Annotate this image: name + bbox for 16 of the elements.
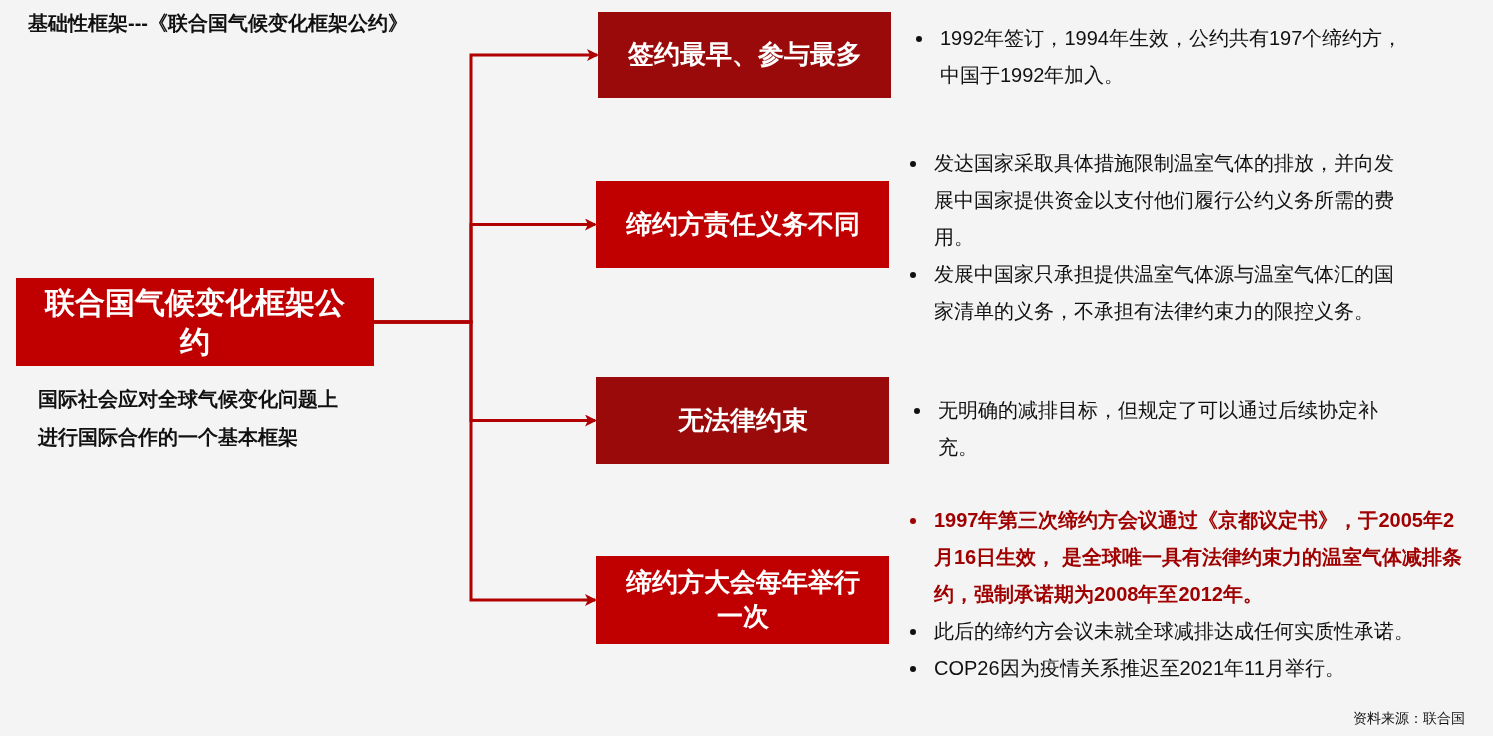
source-note: 资料来源：联合国 (1353, 710, 1465, 728)
title: 基础性框架---《联合国气候变化框架公约》 (28, 11, 408, 36)
process-box: 签约最早、参与最多 (598, 12, 891, 98)
bullet-text: 发达国家采取具体措施限制温室气体的排放，并向发展中国家提供资金以支付他们履行公约义务所需的费用。 (934, 151, 1395, 250)
process-box: 缔约方大会每年举行一次 (596, 556, 889, 644)
bullet-text: 此后的缔约方会议未就全球减排达成任何实质性承诺。 (934, 619, 1415, 644)
bullet-text: 无明确的减排目标，但规定了可以通过后续协定补充。 (938, 398, 1379, 460)
bullet-text: 1992年签订，1994年生效，公约共有197个缔约方，中国于1992年加入。 (940, 26, 1404, 88)
process-box: 缔约方责任义务不同 (596, 181, 889, 268)
bullet-text: 发展中国家只承担提供温室气体源与温室气体汇的国家清单的义务，不承担有法律约束力的限控义务。 (934, 262, 1395, 324)
process-box: 无法律约束 (596, 377, 889, 464)
bullet-text: COP26因为疫情关系推迟至2021年11月举行。 (934, 656, 1346, 681)
arrow (374, 320, 597, 606)
process-box: 联合国气候变化框架公约 (16, 278, 374, 366)
description-text: 国际社会应对全球气候变化问题上进行国际合作的一个基本框架 (38, 387, 339, 450)
bullet-text: 1997年第三次缔约方会议通过《京都议定书》，于2005年2月16日生效， 是全球唯一具有法律约束力的温室气体减排条约，强制承诺期为2008年至2012年。 (934, 508, 1463, 607)
